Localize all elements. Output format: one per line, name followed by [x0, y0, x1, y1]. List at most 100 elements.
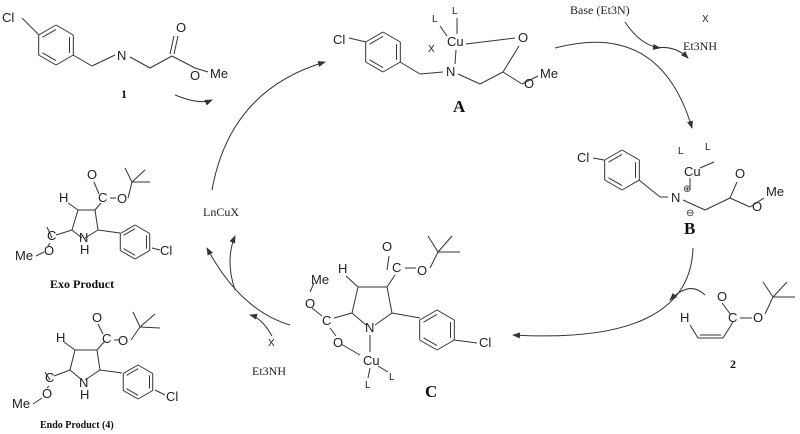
- bond: [772, 281, 788, 298]
- bond: [35, 251, 45, 257]
- bond: [367, 367, 371, 379]
- bond: [608, 177, 623, 187]
- compound-2-structure: H O C O 2: [680, 289, 763, 371]
- atom-label: O: [752, 199, 762, 214]
- bond: [369, 59, 384, 69]
- bond: [365, 31, 384, 43]
- bond: [465, 37, 516, 45]
- bond: [608, 153, 623, 163]
- bond: [682, 199, 706, 211]
- atom-label: O: [753, 310, 763, 325]
- compound-2-label: 2: [730, 357, 736, 371]
- bond: [47, 242, 51, 247]
- atom-label: O: [305, 296, 315, 311]
- bond: [46, 385, 50, 389]
- bond: [419, 309, 438, 321]
- bond: [386, 274, 396, 288]
- bond: [94, 202, 102, 211]
- bond: [309, 282, 315, 293]
- bond: [55, 24, 74, 36]
- bond: [55, 229, 73, 236]
- bond: [53, 369, 71, 377]
- bond: [46, 226, 53, 239]
- bond: [374, 312, 393, 326]
- arrow-ammonium-out: [654, 47, 689, 59]
- bond: [123, 390, 139, 400]
- atom-label: L: [365, 380, 371, 391]
- atom-label: O: [42, 386, 52, 401]
- exo-product-label: Exo Product: [50, 277, 114, 291]
- bond: [365, 61, 384, 73]
- base-label: Base (Et3N): [570, 3, 630, 17]
- atom-label: O: [87, 167, 97, 182]
- bond: [329, 327, 337, 337]
- bond: [32, 397, 43, 405]
- bond: [84, 369, 101, 381]
- bond: [386, 286, 393, 314]
- ammonium-x-bottom: X: [268, 338, 275, 349]
- atom-label: N: [79, 230, 88, 245]
- bond: [139, 313, 156, 328]
- bond: [97, 229, 121, 234]
- bond: [194, 67, 209, 73]
- atom-label: X: [428, 44, 435, 55]
- atom-label: O: [176, 20, 186, 35]
- bond: [173, 35, 179, 55]
- atom-label: O: [118, 333, 128, 348]
- arrow-A-to-B: [554, 41, 693, 129]
- bond: [71, 209, 79, 231]
- bond: [38, 24, 57, 36]
- bond: [479, 71, 504, 85]
- bond: [729, 197, 751, 208]
- atom-label: H: [59, 190, 68, 205]
- bond: [423, 337, 438, 347]
- bond-lines: [21, 17, 795, 405]
- bond: [437, 235, 453, 253]
- atom-label: O: [518, 30, 528, 45]
- atom-label: O: [44, 243, 54, 258]
- bond: [621, 179, 640, 191]
- bond: [351, 312, 367, 326]
- atom-label: Cl: [479, 335, 491, 350]
- bond: [502, 71, 523, 85]
- bond: [386, 255, 390, 271]
- bond: [457, 73, 481, 85]
- bond: [129, 56, 151, 69]
- atom-label: Cl: [166, 389, 178, 404]
- bond: [42, 28, 57, 38]
- bond: [154, 389, 166, 396]
- intermediate-A-structure: Cl N Cu L L X O O Me A: [333, 6, 558, 116]
- bond: [419, 339, 438, 351]
- atom-label: L: [678, 146, 684, 157]
- bond: [762, 281, 774, 298]
- arrow-C-to-products: [206, 247, 291, 326]
- atom-label: H: [80, 242, 89, 257]
- bond: [521, 75, 539, 85]
- bond: [348, 37, 367, 43]
- bond: [427, 235, 439, 253]
- catalyst-label: LnCuX: [203, 205, 239, 219]
- atom-label: C: [102, 331, 111, 346]
- atom-label: H: [680, 310, 689, 325]
- bond: [436, 309, 455, 321]
- bond: [721, 302, 732, 316]
- atom-label: O: [735, 166, 745, 181]
- ammonium-top-label: Et3NH: [683, 39, 717, 53]
- bond: [439, 25, 448, 37]
- atom-label: Me: [210, 66, 228, 81]
- bond: [621, 149, 640, 161]
- atom-label: C: [322, 313, 331, 328]
- atom-label: Cl: [160, 243, 172, 258]
- endo-product-structure: H O C O C O Me N H Cl Endo Product (4): [12, 310, 178, 431]
- atom-label: H: [338, 261, 347, 276]
- bond: [91, 54, 116, 67]
- bond: [69, 369, 83, 381]
- bond: [729, 181, 738, 199]
- bond: [96, 349, 101, 371]
- bond: [689, 324, 699, 339]
- bond: [149, 55, 173, 69]
- compound-1-structure: Cl N O O Me 1: [2, 10, 228, 101]
- bond: [592, 157, 605, 161]
- bond: [84, 229, 99, 239]
